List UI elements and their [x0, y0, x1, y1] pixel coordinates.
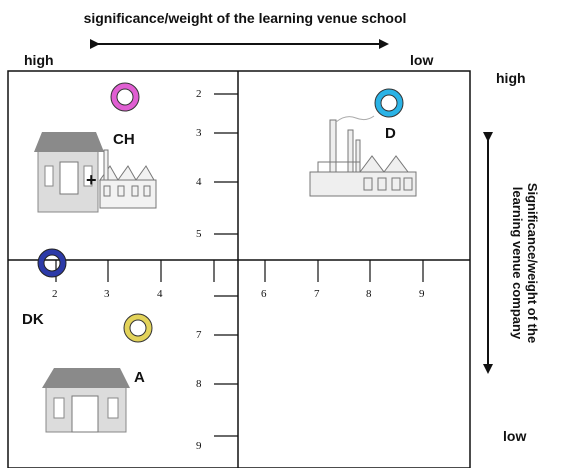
- marker-label-ch: CH: [113, 131, 135, 148]
- side-axis-title-line2: learning venue company: [510, 186, 525, 340]
- v-tick-label: 3: [196, 127, 202, 139]
- marker-label-dk: DK: [22, 311, 44, 328]
- diagram-frame: [7, 70, 471, 468]
- horizontal-tick-marks: [55, 260, 424, 282]
- side-high-label: high: [496, 70, 526, 86]
- small-factory-icon: [99, 149, 157, 209]
- factory-icon: [309, 115, 417, 197]
- top-axis-title: significance/weight of the learning venu…: [83, 10, 407, 26]
- marker-label-a: A: [134, 369, 145, 386]
- v-tick-label: 9: [196, 440, 202, 452]
- v-tick-label: 7: [196, 329, 202, 341]
- school-building-icon: [34, 132, 104, 213]
- school-building-bottom-icon: [42, 368, 130, 433]
- marker-d-icon: [375, 89, 403, 117]
- marker-label-d: D: [385, 125, 396, 142]
- marker-a-icon: [124, 314, 152, 342]
- h-tick-label: 2: [52, 288, 58, 300]
- v-tick-label: 4: [196, 176, 202, 188]
- side-axis-title-line1: Significance/weight of the: [525, 182, 540, 344]
- marker-dk-icon: [38, 249, 66, 277]
- v-tick-label: 5: [196, 228, 202, 240]
- v-tick-label: 8: [196, 378, 202, 390]
- marker-ch-icon: [111, 83, 139, 111]
- h-tick-label: 4: [157, 288, 163, 300]
- plus-symbol: +: [86, 170, 97, 190]
- side-low-label: low: [503, 428, 527, 444]
- top-high-label: high: [24, 52, 54, 68]
- h-tick-label: 6: [261, 288, 267, 300]
- h-tick-label: 3: [104, 288, 110, 300]
- h-tick-label: 8: [366, 288, 372, 300]
- vertical-tick-marks: [214, 93, 238, 437]
- h-tick-label: 9: [419, 288, 425, 300]
- v-tick-label: 2: [196, 88, 202, 100]
- h-tick-label: 7: [314, 288, 320, 300]
- top-low-label: low: [410, 52, 434, 68]
